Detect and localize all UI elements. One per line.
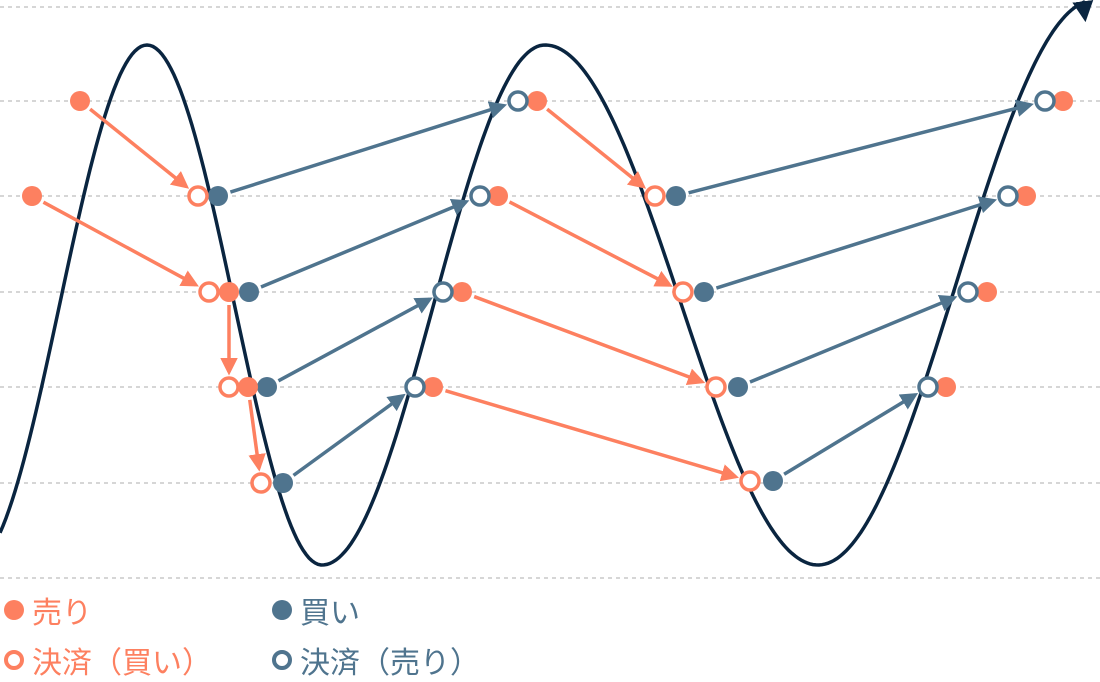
- buy-entry-marker: [728, 377, 748, 397]
- sell-arrow: [42, 200, 199, 287]
- buy-arrow: [229, 101, 508, 194]
- sell-entry-marker: [488, 186, 508, 206]
- close-buy-marker: [198, 281, 220, 303]
- close-sell-marker: [1034, 90, 1056, 112]
- buy-entry-marker: [239, 282, 259, 302]
- sell-entry-marker: [1053, 91, 1073, 111]
- sell-entry-marker: [936, 377, 956, 397]
- buy-entry-marker: [273, 473, 293, 493]
- sell-entry-marker: [22, 186, 42, 206]
- legend-sell-label: 売り: [32, 596, 92, 631]
- sell-arrow: [89, 107, 190, 189]
- close-sell-marker: [997, 185, 1019, 207]
- sell-entry-marker: [423, 377, 443, 397]
- buy-arrow: [783, 392, 919, 476]
- sell-arrow: [546, 107, 647, 189]
- close-sell-marker: [432, 281, 454, 303]
- open-circle-icon: [272, 650, 292, 670]
- sell-arrow: [508, 200, 673, 287]
- trade-arrows: [42, 99, 1034, 482]
- close-buy-marker: [705, 376, 727, 398]
- buy-entry-marker: [257, 377, 277, 397]
- close-buy-marker: [644, 185, 666, 207]
- buy-entry-marker: [666, 186, 686, 206]
- buy-arrow: [277, 297, 433, 383]
- buy-arrow: [688, 99, 1034, 195]
- close-sell-marker: [404, 376, 426, 398]
- close-sell-marker: [507, 90, 529, 112]
- buy-arrow: [715, 196, 998, 290]
- buy-entry-marker: [763, 471, 783, 491]
- sell-arrow: [444, 389, 739, 482]
- close-buy-marker: [250, 472, 272, 494]
- sell-entry-marker: [219, 282, 239, 302]
- legend-close-buy: 決済（買い）: [4, 638, 212, 682]
- legend-sell: 売り: [4, 588, 92, 632]
- buy-entry-marker: [694, 282, 714, 302]
- legend-buy: 買い: [272, 588, 360, 632]
- legend-close-sell: 決済（売り）: [272, 638, 480, 682]
- sell-entry-marker: [70, 91, 90, 111]
- close-sell-marker: [917, 376, 939, 398]
- sell-entry-marker: [977, 282, 997, 302]
- buy-arrow: [292, 393, 406, 477]
- close-buy-marker: [672, 281, 694, 303]
- close-buy-marker: [218, 376, 240, 398]
- buy-arrow: [260, 199, 470, 289]
- buy-entry-marker: [208, 186, 228, 206]
- filled-circle-icon: [272, 600, 292, 620]
- price-curve: [0, 0, 1094, 567]
- legend-buy-label: 買い: [300, 596, 360, 631]
- sell-entry-marker: [452, 282, 472, 302]
- sell-arrow: [473, 294, 706, 386]
- sell-arrow: [248, 399, 266, 472]
- sell-entry-marker: [238, 377, 258, 397]
- sell-entry-marker: [527, 91, 547, 111]
- legend-close-buy-label: 決済（買い）: [32, 646, 212, 681]
- open-circle-icon: [4, 650, 24, 670]
- filled-circle-icon: [4, 600, 24, 620]
- close-buy-marker: [739, 470, 761, 492]
- sell-entry-marker: [1016, 186, 1036, 206]
- gridlines: [0, 6, 1100, 579]
- close-buy-marker: [187, 185, 209, 207]
- trade-markers: [22, 90, 1073, 494]
- buy-arrow: [749, 294, 958, 384]
- close-sell-marker: [469, 185, 491, 207]
- close-sell-marker: [957, 281, 979, 303]
- legend-close-sell-label: 決済（売り）: [300, 646, 480, 681]
